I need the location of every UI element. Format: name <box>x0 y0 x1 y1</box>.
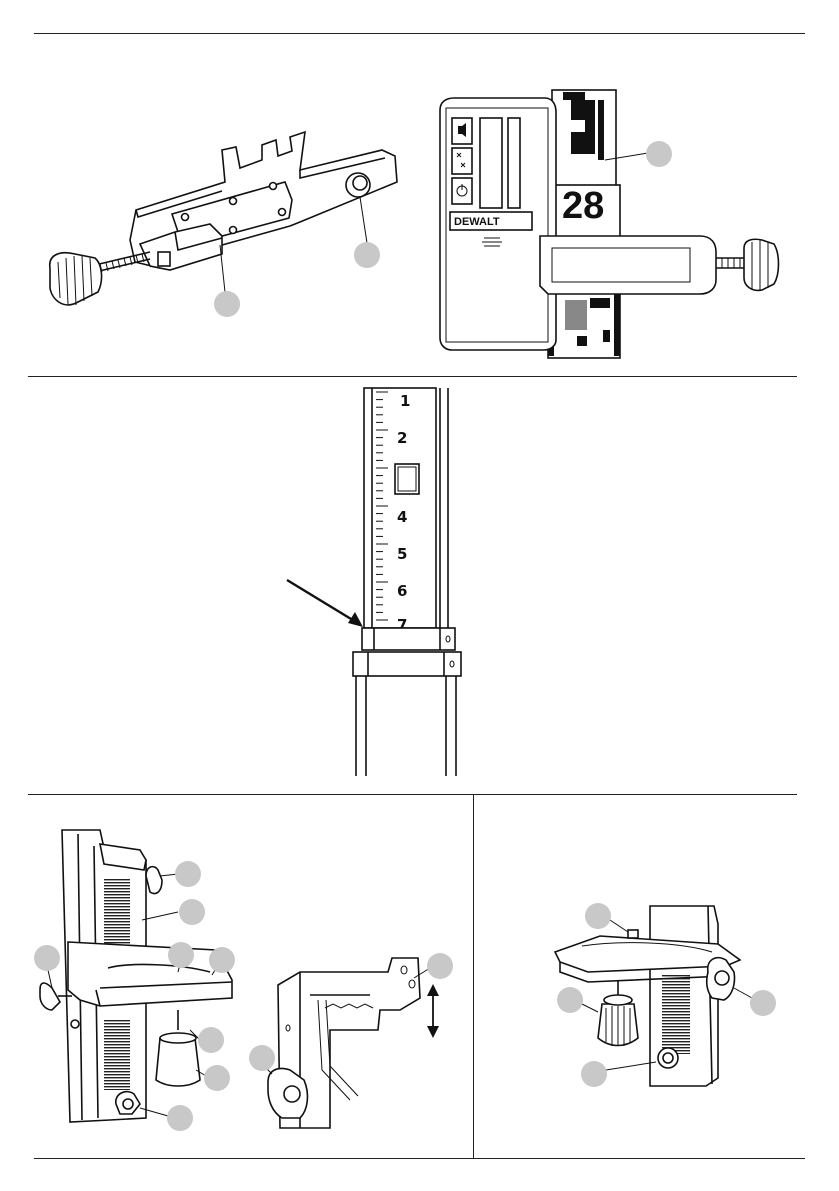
callout-circle <box>179 899 205 925</box>
clamp-bracket-figure <box>50 132 397 317</box>
detector-on-rod-figure: 28 DEWALT <box>440 90 779 358</box>
callout-circle <box>249 1045 275 1071</box>
callout-circle <box>646 141 672 167</box>
brand-label: DEWALT <box>454 216 500 228</box>
callout-circle <box>167 1105 193 1131</box>
callout-circle <box>557 987 583 1013</box>
bracket-mount-figure <box>34 830 235 1131</box>
grade-rod-figure: 1 2 4 5 6 7 <box>287 388 461 776</box>
rod-scale-number: 6 <box>397 582 407 600</box>
up-arrow-icon <box>427 984 439 996</box>
callout-circle <box>427 953 453 979</box>
callout-circle <box>750 990 776 1016</box>
rod-scale-number: 2 <box>397 429 407 447</box>
callout-circle <box>34 945 60 971</box>
callout-circle <box>204 1065 230 1091</box>
rod-scale-number: 1 <box>400 392 410 410</box>
rod-scale-number: 4 <box>397 508 407 526</box>
callout-circle <box>214 291 240 317</box>
callout-circle <box>168 942 194 968</box>
thumbscrew-knob <box>50 253 102 305</box>
down-arrow-icon <box>427 1026 439 1038</box>
callout-circle <box>581 1061 607 1087</box>
pointer-arrow-icon <box>348 612 363 627</box>
callout-circle <box>198 1027 224 1053</box>
bracket-mount-detail-figure <box>249 953 453 1128</box>
rod-big-number: 28 <box>562 185 604 227</box>
rod-scale-number: 5 <box>397 545 407 563</box>
bracket-underside-figure <box>555 903 776 1087</box>
callout-circle <box>209 947 235 973</box>
callout-circle <box>585 903 611 929</box>
callout-circle <box>175 861 201 887</box>
callout-circle <box>354 242 380 268</box>
